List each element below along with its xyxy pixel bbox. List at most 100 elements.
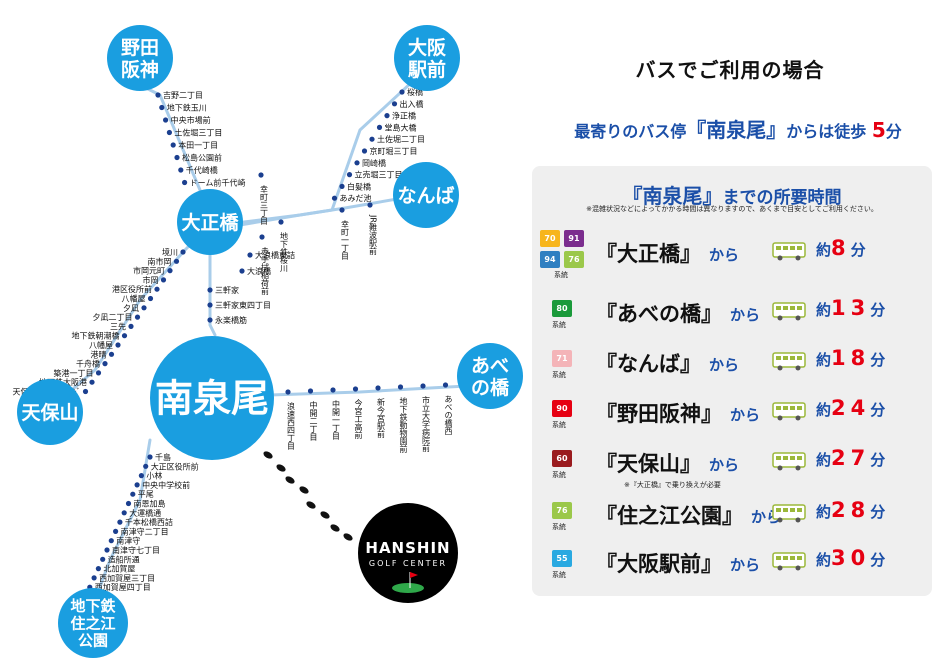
hub-tenpozan: 天保山 (17, 379, 83, 445)
route-map: 吉野二丁目地下鉄玉川中央市場前土佐堀三丁目本田一丁目松島公園前千代崎橋ドーム前千… (13, 25, 523, 658)
travel-time-panel: 『南泉尾』までの所要時間 ※混雑状況などによってかかる時間は異なりますので、あく… (532, 166, 932, 596)
hub-sumiyoshi-circle (58, 588, 128, 658)
stop-dot (115, 342, 121, 348)
stop-dot (166, 129, 172, 136)
stop-label: 松島公園前 (182, 153, 222, 163)
hub-namba: なんば (393, 162, 459, 228)
stop-dot (163, 117, 169, 123)
stop-label: 地下鉄動物園前 (399, 396, 408, 454)
stop-label: 港区役所前 (112, 284, 152, 294)
route-time-unit: 分 (870, 451, 886, 469)
stop-label: 岡崎橋 (362, 158, 386, 168)
stop-label: 土佐堀三丁目 (174, 128, 222, 138)
stop-label: 南津守七丁目 (112, 545, 160, 555)
stop-dot (138, 473, 144, 479)
hub-noda-label: 阪神 (121, 58, 159, 81)
stop-dot (259, 234, 265, 240)
stop-label: 大浪橋東詰 (255, 250, 295, 260)
stop-dot (207, 287, 213, 293)
stop-south_line: 南津守七丁目 (104, 545, 160, 555)
stop-dot (375, 385, 381, 391)
stop-label: 南津守 (116, 536, 140, 546)
route-destination: 『大正橋』 (596, 242, 701, 266)
route-time: 約28分 (816, 498, 885, 522)
route-from-label: から (730, 406, 761, 424)
stop-tenpo_line: 港晴 (91, 349, 115, 359)
route-kei-label: 系統 (552, 523, 566, 531)
stop-south_line: 南恩加島 (125, 499, 166, 509)
stop-label: 南市岡 (148, 256, 172, 266)
stop-abeno_line: 市立大学病院前 (420, 383, 431, 453)
hub-taisho-label: 大正橋 (181, 211, 239, 234)
stop-dot (159, 104, 165, 111)
stop-label: 中央中学校前 (142, 480, 190, 490)
bus-icon (772, 242, 806, 261)
hub-sumiyoshi-label: 住之江 (70, 614, 115, 632)
stop-dot (258, 172, 264, 178)
stop-label: あべの橋西 (444, 395, 453, 436)
hub-tenpozan-label: 天保山 (21, 401, 78, 424)
stop-south_line: 千本松橋西詰 (117, 517, 173, 527)
stop-south_line: 西加賀屋三丁目 (91, 573, 155, 583)
stop-south_line: 小林 (138, 471, 162, 481)
stop-label: 浪速西四丁目 (287, 401, 296, 451)
route-from-label: から (709, 246, 740, 264)
stop-dot (207, 317, 213, 323)
bus-icon (772, 402, 806, 421)
bus-icon (772, 552, 806, 571)
hub-abeno-label: の橋 (471, 376, 510, 399)
route-kei-label: 系統 (552, 421, 566, 429)
stop-osaka_line: あみだ池 (331, 193, 372, 203)
stop-south_line: 南津守二丁目 (113, 526, 169, 536)
stop-south_line: 平尾 (130, 490, 154, 499)
route-time-minutes: 28 (831, 498, 871, 522)
walk-info: 最寄りのバス停『南泉尾』からは徒歩 5分 (548, 114, 928, 143)
hanshin-golf-logo: HANSHIN GOLF CENTER (358, 503, 458, 603)
stop-abeno_line: 新今宮駅前 (375, 385, 386, 439)
stop-dot (128, 323, 134, 329)
stop-label: 地下鉄玉川 (167, 103, 207, 113)
hub-osaka-circle (394, 25, 460, 91)
stop-label: 三軒家東四丁目 (215, 300, 271, 310)
route-time-unit: 分 (870, 301, 886, 319)
stop-osaka_line: 桜橋 (399, 87, 423, 97)
stop-label: 千舟橋 (76, 359, 100, 369)
route-time-minutes: 30 (831, 546, 871, 570)
stop-south_line: 造船所通 (100, 554, 140, 564)
route-from-label: から (730, 306, 761, 324)
stop-dot (307, 388, 314, 394)
route-number-badge: 76 (552, 502, 572, 519)
stop-dot (134, 314, 141, 320)
route-number-badge: 91 (564, 230, 584, 247)
route-destination: 『大阪駅前』 (596, 552, 722, 576)
route-time-approx: 約 (816, 301, 832, 319)
hub-taisho: 大正橋 (177, 189, 243, 255)
stop-noda_line: 松島公園前 (174, 153, 222, 163)
hub-osaka-label: 駅前 (407, 58, 446, 81)
stop-dot (95, 370, 102, 376)
hub-sumiyoshi-label: 公園 (78, 632, 108, 650)
stop-label: 西加賀屋三丁目 (99, 573, 155, 583)
stop-dot (367, 202, 373, 208)
route-destination: 『なんば』 (596, 352, 701, 376)
route-time-unit: 分 (870, 551, 886, 569)
route-kei-label: 系統 (552, 571, 566, 579)
stop-label: JR難波駅前 (369, 214, 378, 256)
stop-label: 八幡屋 (89, 340, 113, 350)
stop-dot (339, 183, 345, 189)
route-number-badge: 55 (552, 550, 572, 567)
route-time-minutes: 13 (831, 296, 871, 320)
stop-dot (180, 249, 186, 255)
route-time: 約13分 (816, 296, 885, 320)
stop-tenpo_line: 八幡屋 (122, 294, 154, 304)
stop-label: 白髪橋 (347, 181, 371, 191)
stop-dot (89, 379, 95, 385)
route-time-approx: 約 (816, 351, 832, 369)
stop-dot (104, 547, 110, 553)
golf-logo-brand: HANSHIN (365, 539, 450, 557)
panel-note: ※混雑状況などによってかかる時間は異なりますので、あくまで目安としてご利用くださ… (586, 205, 878, 213)
stop-dot (91, 575, 97, 581)
